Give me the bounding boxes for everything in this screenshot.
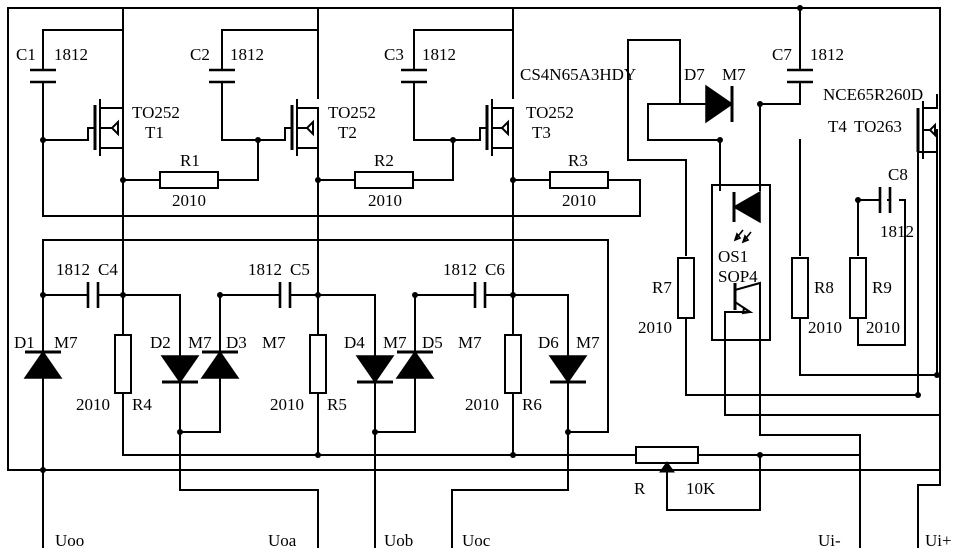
d4-name: D4 <box>344 333 365 352</box>
mosfet-t3 <box>487 100 513 155</box>
resistor-r5 <box>310 335 326 393</box>
r6-pkg: 2010 <box>465 395 499 414</box>
os1-pkg: SOP4 <box>718 267 758 286</box>
r5-name: R5 <box>327 395 347 414</box>
terminal-uoc: Uoc <box>462 531 491 550</box>
r7-pkg: 2010 <box>638 318 672 337</box>
d1-type: M7 <box>54 333 78 352</box>
c8-name: C8 <box>888 165 908 184</box>
d3-type: M7 <box>262 333 286 352</box>
capacitor-c6 <box>475 282 485 308</box>
diode-d2 <box>162 356 198 382</box>
mosfet-t4 <box>918 102 937 158</box>
r8-name: R8 <box>814 278 834 297</box>
terminal-ui-plus: Ui+ <box>925 531 952 550</box>
d2-type: M7 <box>188 333 212 352</box>
mosfet-t1 <box>95 98 123 155</box>
os1-name: OS1 <box>718 247 748 266</box>
terminal-uoa: Uoa <box>268 531 297 550</box>
c1-name: C1 <box>16 45 36 64</box>
c6-name: C6 <box>485 260 505 279</box>
c2-pkg: 1812 <box>230 45 264 64</box>
t4-part: NCE65R260D <box>823 85 923 104</box>
d7-name: D7 <box>684 65 705 84</box>
pot-value: 10K <box>686 479 716 498</box>
r8-pkg: 2010 <box>808 318 842 337</box>
r1-name: R1 <box>180 151 200 170</box>
resistor-r4 <box>115 335 131 393</box>
c4-pkg: 1812 <box>56 260 90 279</box>
capacitor-c7 <box>787 70 813 82</box>
terminal-uoo: Uoo <box>55 531 84 550</box>
resistor-r7 <box>678 258 694 318</box>
resistor-r2 <box>355 172 413 188</box>
t3-pkg: TO252 <box>526 103 574 122</box>
c6-pkg: 1812 <box>443 260 477 279</box>
d6-name: D6 <box>538 333 559 352</box>
r7-name: R7 <box>652 278 672 297</box>
t4-name: T4 <box>828 117 847 136</box>
diode-d1 <box>25 352 61 378</box>
r2-pkg: 2010 <box>368 191 402 210</box>
c1-pkg: 1812 <box>54 45 88 64</box>
resistor-r1 <box>160 172 218 188</box>
d4-type: M7 <box>383 333 407 352</box>
diodes <box>25 40 732 382</box>
capacitor-c3 <box>401 70 427 82</box>
pot-name: R <box>634 479 646 498</box>
t1-pkg: TO252 <box>132 103 180 122</box>
r2-name: R2 <box>374 151 394 170</box>
t4-pkg: TO263 <box>854 117 902 136</box>
r4-name: R4 <box>132 395 152 414</box>
c7-pkg: 1812 <box>810 45 844 64</box>
d1-name: D1 <box>14 333 35 352</box>
c7-name: C7 <box>772 45 792 64</box>
diode-d5 <box>397 352 433 378</box>
t123-part: CS4N65A3HDY <box>520 65 636 84</box>
mosfet-t2 <box>292 100 318 155</box>
diode-d6 <box>550 356 586 382</box>
diode-d4 <box>357 356 393 382</box>
r4-pkg: 2010 <box>76 395 110 414</box>
c3-pkg: 1812 <box>422 45 456 64</box>
resistor-r9 <box>850 258 866 318</box>
d2-name: D2 <box>150 333 171 352</box>
resistor-r6 <box>505 335 521 393</box>
t1-name: T1 <box>145 123 164 142</box>
resistor-r3 <box>550 172 608 188</box>
d7-type: M7 <box>722 65 746 84</box>
d5-name: D5 <box>422 333 443 352</box>
capacitor-c2 <box>209 70 235 82</box>
capacitor-c1 <box>30 70 56 82</box>
r9-pkg: 2010 <box>866 318 900 337</box>
terminal-ui-minus: Ui- <box>818 531 841 550</box>
r1-pkg: 2010 <box>172 191 206 210</box>
c3-name: C3 <box>384 45 404 64</box>
t2-pkg: TO252 <box>328 103 376 122</box>
c4-name: C4 <box>98 260 118 279</box>
r5-pkg: 2010 <box>270 395 304 414</box>
resistor-r8 <box>792 258 808 318</box>
c5-pkg: 1812 <box>248 260 282 279</box>
t3-name: T3 <box>532 123 551 142</box>
d5-type: M7 <box>458 333 482 352</box>
capacitor-c4 <box>88 282 98 308</box>
diode-d3 <box>202 352 238 378</box>
r3-pkg: 2010 <box>562 191 596 210</box>
t2-name: T2 <box>338 123 357 142</box>
capacitor-c5 <box>280 282 290 308</box>
labels: C1 1812 C2 1812 C3 1812 1812 C4 1812 C5 … <box>14 45 952 550</box>
r6-name: R6 <box>522 395 542 414</box>
r3-name: R3 <box>568 151 588 170</box>
d3-name: D3 <box>226 333 247 352</box>
terminal-uob: Uob <box>384 531 413 550</box>
c5-name: C5 <box>290 260 310 279</box>
r9-name: R9 <box>872 278 892 297</box>
potentiometer-r <box>636 447 698 463</box>
c8-pkg: 1812 <box>880 222 914 241</box>
d6-type: M7 <box>576 333 600 352</box>
c2-name: C2 <box>190 45 210 64</box>
